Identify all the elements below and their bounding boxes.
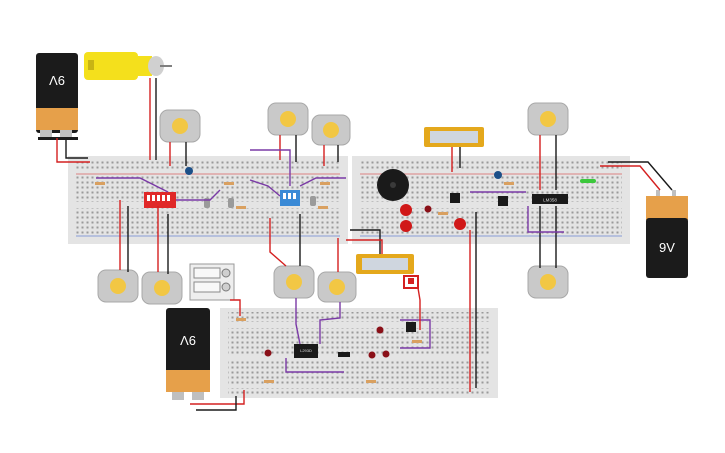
dc-motor-icon[interactable]: [159, 109, 201, 143]
pushbutton-icon[interactable]: [400, 204, 412, 216]
dip-switch-icon[interactable]: [144, 192, 176, 208]
battery-label: 9V: [180, 333, 196, 348]
buzzer-icon: [377, 169, 409, 201]
transistor-icon: [498, 196, 508, 206]
resistor-icon: [95, 182, 105, 185]
dip-switch-icon[interactable]: [280, 190, 300, 206]
dc-motor-icon[interactable]: [273, 265, 315, 299]
pushbutton-icon[interactable]: [400, 220, 412, 232]
dc-motor-icon[interactable]: [141, 271, 183, 305]
resistor-icon: [224, 182, 234, 185]
dc-motor-icon[interactable]: [311, 114, 351, 146]
breadboard-bottom: [220, 308, 498, 398]
resistor-icon: [236, 206, 246, 209]
resistor-icon: [412, 340, 422, 343]
led-icon: [376, 326, 384, 334]
dc-motor-icon[interactable]: [97, 269, 139, 303]
resistor-icon: [264, 380, 274, 383]
battery-label: 9V: [659, 240, 675, 255]
resistor-icon: [504, 182, 514, 185]
transistor-icon: [406, 322, 416, 332]
resistor-icon: [236, 318, 246, 321]
transistor-icon: [338, 352, 350, 357]
pushbutton-icon[interactable]: [454, 218, 466, 230]
potentiometer-icon[interactable]: [310, 196, 316, 206]
battery-icon[interactable]: 9V: [166, 308, 210, 400]
ic-chip-label: LM358: [543, 198, 557, 203]
resistor-icon: [366, 380, 376, 383]
wires: [56, 78, 673, 411]
multimeter-icon[interactable]: [189, 263, 235, 301]
led-icon: [424, 205, 432, 213]
led-icon: [264, 349, 272, 357]
resistor-icon: [320, 182, 330, 185]
ic-chip-icon: LM358: [532, 194, 568, 204]
gear-motor-icon[interactable]: [84, 52, 172, 80]
battery-label: 9V: [49, 73, 65, 88]
slide-switch-icon[interactable]: [403, 275, 419, 289]
led-icon: [494, 171, 502, 179]
resistor-icon: [318, 206, 328, 209]
ic-chip-label: L293D: [300, 348, 312, 353]
dc-motor-icon[interactable]: [317, 271, 357, 303]
dc-motor-icon[interactable]: [527, 102, 569, 136]
dc-motor-icon[interactable]: [527, 265, 569, 299]
dc-motor-icon[interactable]: [267, 102, 309, 136]
led-icon: [368, 351, 376, 359]
lcd-display-icon[interactable]: [424, 127, 484, 147]
ic-chip-icon: L293D: [294, 344, 318, 358]
lcd-display-icon[interactable]: [356, 254, 414, 274]
battery-icon[interactable]: 9V: [646, 190, 688, 278]
led-icon: [185, 167, 193, 175]
led-icon: [580, 179, 596, 183]
potentiometer-icon[interactable]: [228, 198, 234, 208]
led-icon: [382, 350, 390, 358]
resistor-icon: [438, 212, 448, 215]
battery-icon[interactable]: 9V: [36, 53, 78, 140]
breadboard-left: [68, 156, 348, 244]
transistor-icon: [450, 193, 460, 203]
